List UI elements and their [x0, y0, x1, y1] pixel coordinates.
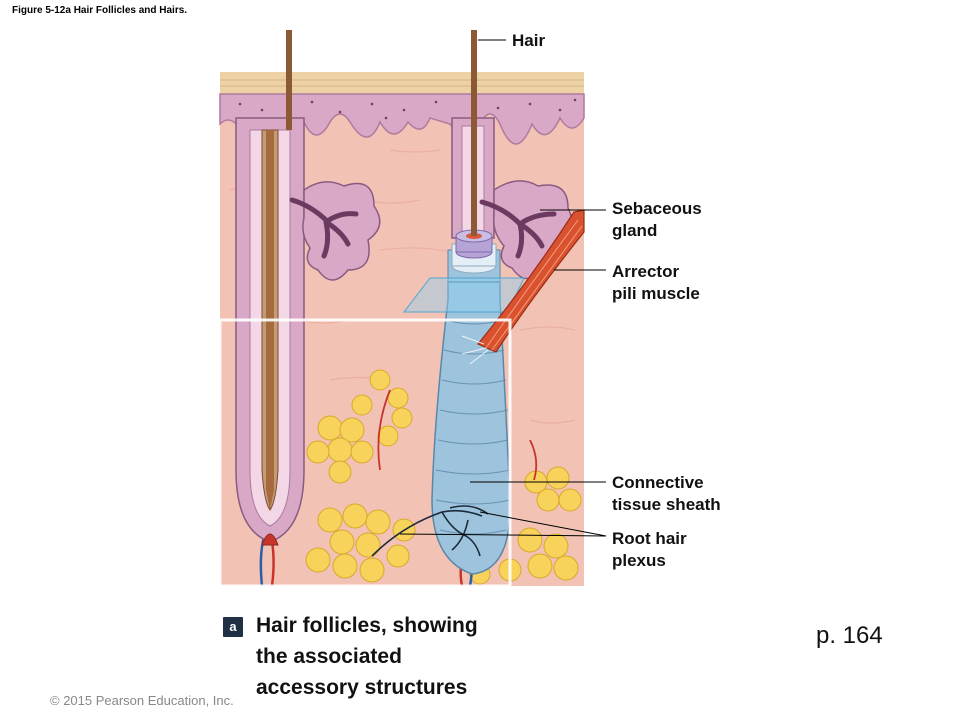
figure-caption: Hair follicles, showing the associated a… — [256, 614, 478, 699]
connective-tissue-sheath — [431, 281, 511, 575]
label-arrector-pili-muscle: Arrector pili muscle — [612, 262, 700, 303]
label-connective-tissue-sheath: Connective tissue sheath — [612, 473, 721, 514]
stratum-corneum — [220, 72, 584, 94]
leader-lines — [399, 39, 607, 537]
adipose-tissue — [305, 369, 582, 585]
left-sebaceous-gland — [289, 181, 381, 281]
label-root-hair-plexus: Root hair plexus — [612, 529, 687, 570]
page-number: p. 164 — [816, 622, 883, 649]
detail-frame — [218, 318, 512, 588]
left-hair-shaft — [286, 30, 292, 130]
label-sebaceous-gland: Sebaceous gland — [612, 199, 702, 240]
epidermis-stipple — [238, 98, 577, 120]
label-hair: Hair — [512, 31, 546, 50]
figure-title: Figure 5-12a Hair Follicles and Hairs. — [12, 5, 188, 16]
skin-block — [218, 30, 585, 588]
copyright-notice: © 2015 Pearson Education, Inc. — [50, 693, 234, 708]
left-hair-follicle — [235, 117, 305, 546]
root-hair-plexus — [371, 505, 489, 557]
caption-badge: a — [223, 617, 243, 637]
arrector-pili-muscle — [477, 209, 585, 353]
right-hair-shaft — [471, 30, 477, 236]
